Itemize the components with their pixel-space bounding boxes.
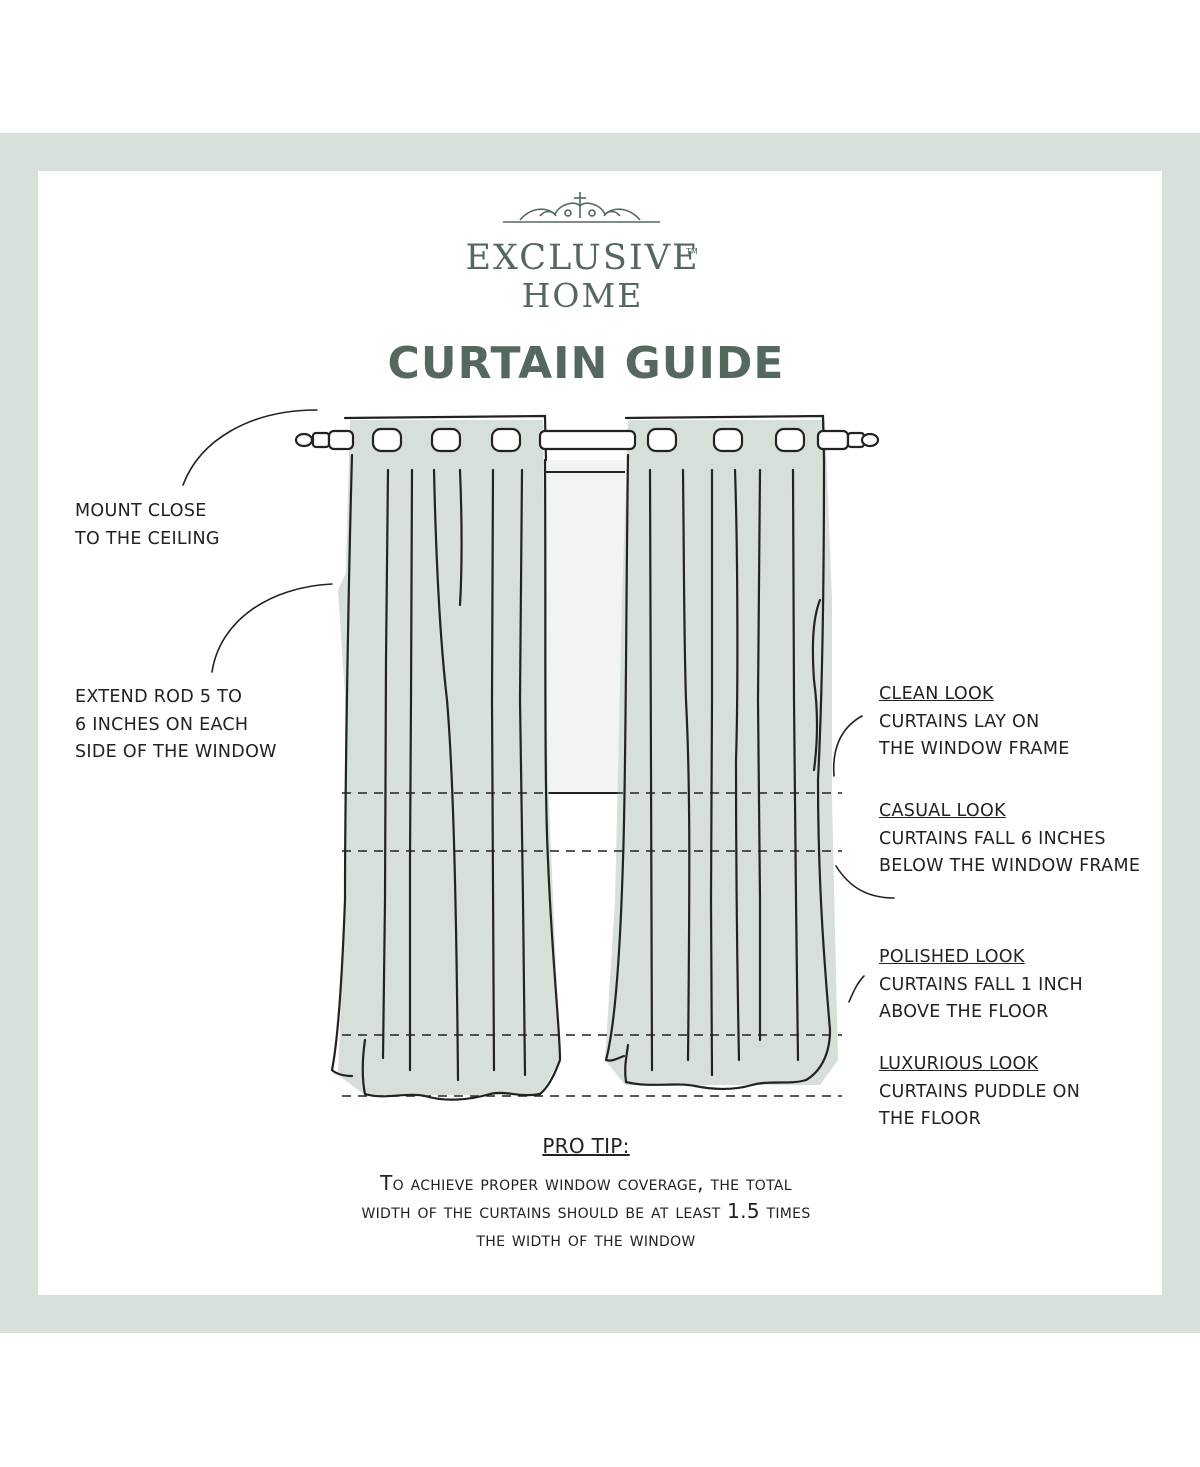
pro-tip-heading: PRO TIP:: [542, 1134, 630, 1158]
note-line: THE FLOOR: [879, 1109, 982, 1129]
leader-polished: [848, 975, 865, 1003]
note-heading: LUXURIOUS LOOK: [879, 1054, 1039, 1074]
note-line: CURTAINS FALL 1 INCH: [879, 974, 1083, 995]
note-clean-look: CLEAN LOOK CURTAINS LAY ON THE WINDOW FR…: [879, 681, 1070, 764]
left-curtain: [330, 414, 562, 1101]
note-line: TO THE CEILING: [75, 528, 220, 549]
curtain-grommets: [371, 427, 806, 453]
note-mount: MOUNT CLOSE TO THE CEILING: [75, 498, 220, 553]
rod-right-segment: [816, 429, 850, 451]
note-polished-look: POLISHED LOOK CURTAINS FALL 1 INCH ABOVE…: [879, 944, 1083, 1027]
note-line: CURTAINS LAY ON: [879, 711, 1040, 732]
note-line: EXTEND ROD 5 TO: [75, 687, 243, 707]
note-heading: POLISHED LOOK: [879, 947, 1025, 967]
pro-tip-line: the width of the window: [476, 1227, 696, 1251]
rod-bracket-left: [311, 431, 331, 449]
leader-extend: [211, 583, 333, 673]
rod-left-segment: [327, 429, 355, 451]
trademark-mark: TM: [686, 247, 698, 256]
curtain-rod: [294, 429, 880, 451]
note-heading: CLEAN LOOK: [879, 684, 994, 704]
brand-ornament-icon: [503, 192, 660, 223]
pro-tip-line: To achieve proper window coverage, the t…: [380, 1171, 792, 1195]
brand-name-line2: HOME: [521, 276, 644, 315]
window-pane: [545, 460, 625, 793]
length-guide-lines: [342, 792, 842, 1097]
pro-tip-line: width of the curtains should be at least…: [361, 1199, 811, 1223]
note-line: SIDE OF THE WINDOW: [75, 742, 277, 762]
brand-name-line1: EXCLUSIVE: [465, 238, 700, 278]
leader-mount: [182, 409, 318, 486]
note-line: THE WINDOW FRAME: [879, 739, 1070, 759]
note-luxurious-look: LUXURIOUS LOOK CURTAINS PUDDLE ON THE FL…: [879, 1051, 1080, 1134]
right-curtain: [604, 414, 838, 1090]
note-line: 6 INCHES ON EACH: [75, 714, 249, 735]
leader-casual: [835, 865, 895, 899]
leader-lines: [182, 409, 895, 1003]
note-line: MOUNT CLOSE: [75, 501, 207, 521]
rod-finial-right: [860, 432, 880, 448]
page-title: CURTAIN GUIDE: [387, 338, 785, 389]
note-casual-look: CASUAL LOOK CURTAINS FALL 6 INCHES BELOW…: [879, 798, 1140, 881]
note-line: ABOVE THE FLOOR: [879, 1002, 1049, 1022]
rod-finial-left: [294, 432, 314, 448]
note-extend: EXTEND ROD 5 TO 6 INCHES ON EACH SIDE OF…: [75, 684, 277, 767]
note-line: CURTAINS FALL 6 INCHES: [879, 828, 1106, 849]
pro-tip-text: To achieve proper window coverage, the t…: [0, 1169, 1172, 1253]
leader-clean: [832, 715, 863, 777]
rod-middle-segment: [538, 429, 637, 451]
note-line: CURTAINS PUDDLE ON: [879, 1081, 1081, 1102]
note-line: BELOW THE WINDOW FRAME: [879, 856, 1141, 876]
note-heading: CASUAL LOOK: [879, 801, 1006, 821]
